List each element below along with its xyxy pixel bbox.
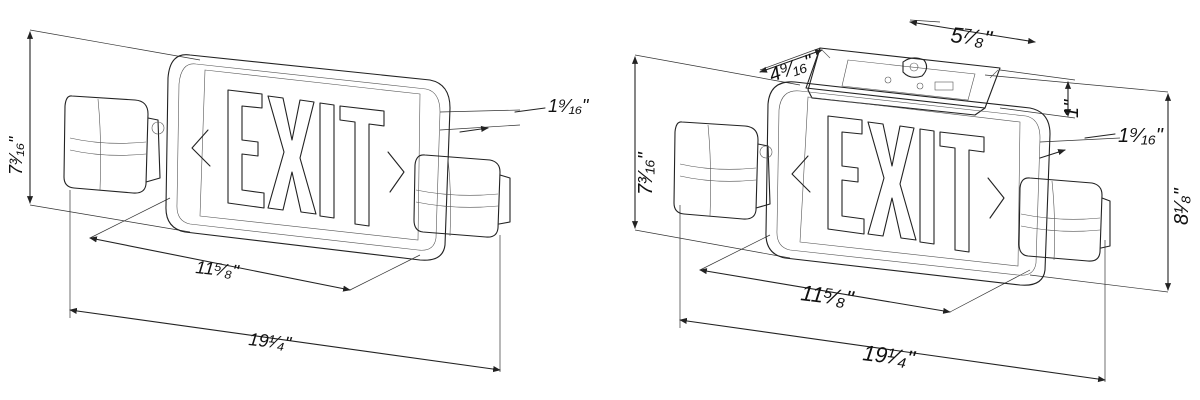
left-dimension-lines bbox=[26, 31, 546, 373]
left-dimension-labels: 7³⁄₁₆" 1⁹⁄₁₆" 11⁵⁄₈" 19¹⁄₄" bbox=[6, 96, 590, 354]
right-depth-label: 1⁹⁄₁₆" bbox=[1118, 125, 1164, 147]
right-box-depth-label: 4⁹⁄₁₆" bbox=[766, 50, 817, 86]
right-overall-width-label: 19¹⁄₄" bbox=[861, 340, 917, 371]
left-arrow-chevron-right bbox=[387, 151, 405, 193]
left-exit-housing bbox=[165, 54, 451, 261]
right-total-height-label: 8¹⁄₈" bbox=[1171, 187, 1193, 225]
left-height-label: 7³⁄₁₆" bbox=[6, 135, 26, 175]
right-housing-width-label: 11⁵⁄₈" bbox=[799, 280, 856, 311]
left-overall-width-label: 19¹⁄₄" bbox=[248, 329, 294, 354]
left-lamp-head-left bbox=[63, 95, 165, 194]
right-mounting-box bbox=[805, 47, 1001, 116]
left-view: 7³⁄₁₆" 1⁹⁄₁₆" 11⁵⁄₈" 19¹⁄₄" bbox=[6, 29, 590, 373]
right-dimension-lines bbox=[631, 20, 1172, 383]
left-extension-lines bbox=[29, 29, 521, 372]
right-box-width-label: 5⁷⁄₈" bbox=[949, 22, 994, 51]
right-view: 5⁷⁄₈" 4⁹⁄₁₆" 1" 1⁹⁄₁₆" 7³⁄₁₆" 8¹⁄₈" 11⁵⁄… bbox=[631, 19, 1193, 383]
right-lamp-head-right bbox=[1018, 177, 1111, 262]
left-housing-width-label: 11⁵⁄₈" bbox=[195, 257, 242, 282]
right-dimension-labels: 5⁷⁄₈" 4⁹⁄₁₆" 1" 1⁹⁄₁₆" 7³⁄₁₆" 8¹⁄₈" 11⁵⁄… bbox=[635, 22, 1193, 371]
right-exit-housing bbox=[765, 81, 1051, 286]
right-exit-letters bbox=[827, 115, 985, 253]
right-arrow-chevron-right bbox=[987, 177, 1005, 219]
right-height-label: 7³⁄₁₆" bbox=[635, 152, 657, 195]
right-extension-lines bbox=[634, 19, 1169, 382]
right-lamp-head-left bbox=[673, 121, 773, 220]
left-lamp-head-right bbox=[413, 154, 511, 238]
left-arrow-chevron-left bbox=[191, 129, 211, 167]
left-exit-letters bbox=[227, 89, 385, 227]
right-arrow-chevron-left bbox=[791, 155, 811, 193]
right-box-height-label: 1" bbox=[1061, 99, 1083, 118]
left-depth-label: 1⁹⁄₁₆" bbox=[548, 96, 590, 116]
